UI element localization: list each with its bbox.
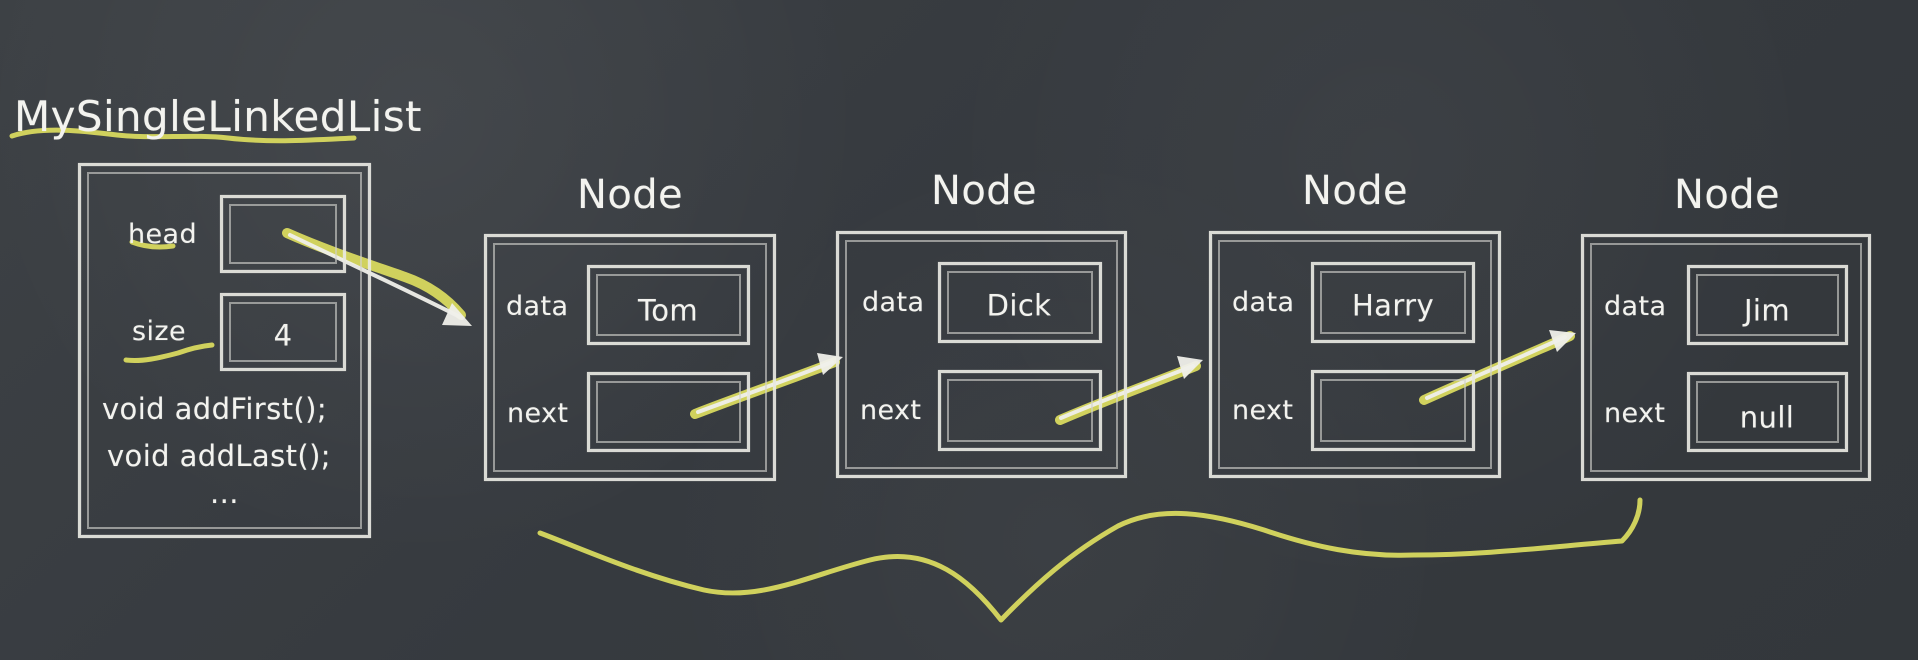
node-1-data-label: data	[506, 291, 569, 322]
node-2-box	[836, 231, 1127, 478]
head-label: head	[128, 219, 198, 250]
node-4-next-label: next	[1604, 398, 1666, 429]
node-4-next-cell	[1687, 372, 1848, 452]
size-label: size	[132, 316, 186, 347]
node-4-next-value: null	[1739, 400, 1795, 435]
nodes-brace-scribble	[537, 497, 1643, 623]
node-4-title: Node	[1674, 172, 1780, 218]
node-2-data-label: data	[862, 287, 925, 318]
node-1-next-cell	[587, 372, 750, 452]
node-4-data-cell	[1687, 265, 1848, 345]
method-add-last: void addLast();	[107, 439, 331, 473]
method-add-first: void addFirst();	[102, 392, 328, 426]
diagram-title: MySingleLinkedList	[14, 92, 422, 141]
node3-next-arrowhead	[1549, 330, 1576, 352]
node-2-data-value: Dick	[986, 288, 1052, 323]
node-3-data-label: data	[1232, 287, 1295, 318]
size-value: 4	[273, 318, 293, 353]
node-1-data-cell	[587, 265, 750, 345]
list-object-box	[78, 163, 371, 538]
node-3-data-cell	[1311, 262, 1475, 343]
node-4-data-label: data	[1604, 291, 1667, 322]
node-3-box	[1209, 231, 1501, 478]
node-1-next-label: next	[507, 398, 569, 429]
node-2-next-label: next	[860, 395, 922, 426]
node-1-data-value: Tom	[638, 293, 698, 328]
node-2-next-cell	[938, 370, 1102, 451]
node-3-next-label: next	[1232, 395, 1294, 426]
node-2-title: Node	[931, 168, 1037, 214]
node-4-box	[1581, 234, 1871, 481]
node-3-next-cell	[1311, 370, 1475, 451]
node-2-data-cell	[938, 262, 1102, 343]
node-3-data-value: Harry	[1351, 288, 1435, 323]
node-4-data-value: Jim	[1743, 293, 1791, 328]
node-3-title: Node	[1302, 168, 1408, 214]
node2-next-arrowhead	[1177, 356, 1203, 379]
node-1-box	[484, 234, 776, 481]
head-pointer-arrowhead	[442, 303, 472, 326]
head-pointer-cell	[220, 195, 346, 273]
size-value-cell	[220, 293, 346, 371]
method-ellipsis: ...	[210, 476, 239, 510]
node-1-title: Node	[577, 172, 683, 218]
